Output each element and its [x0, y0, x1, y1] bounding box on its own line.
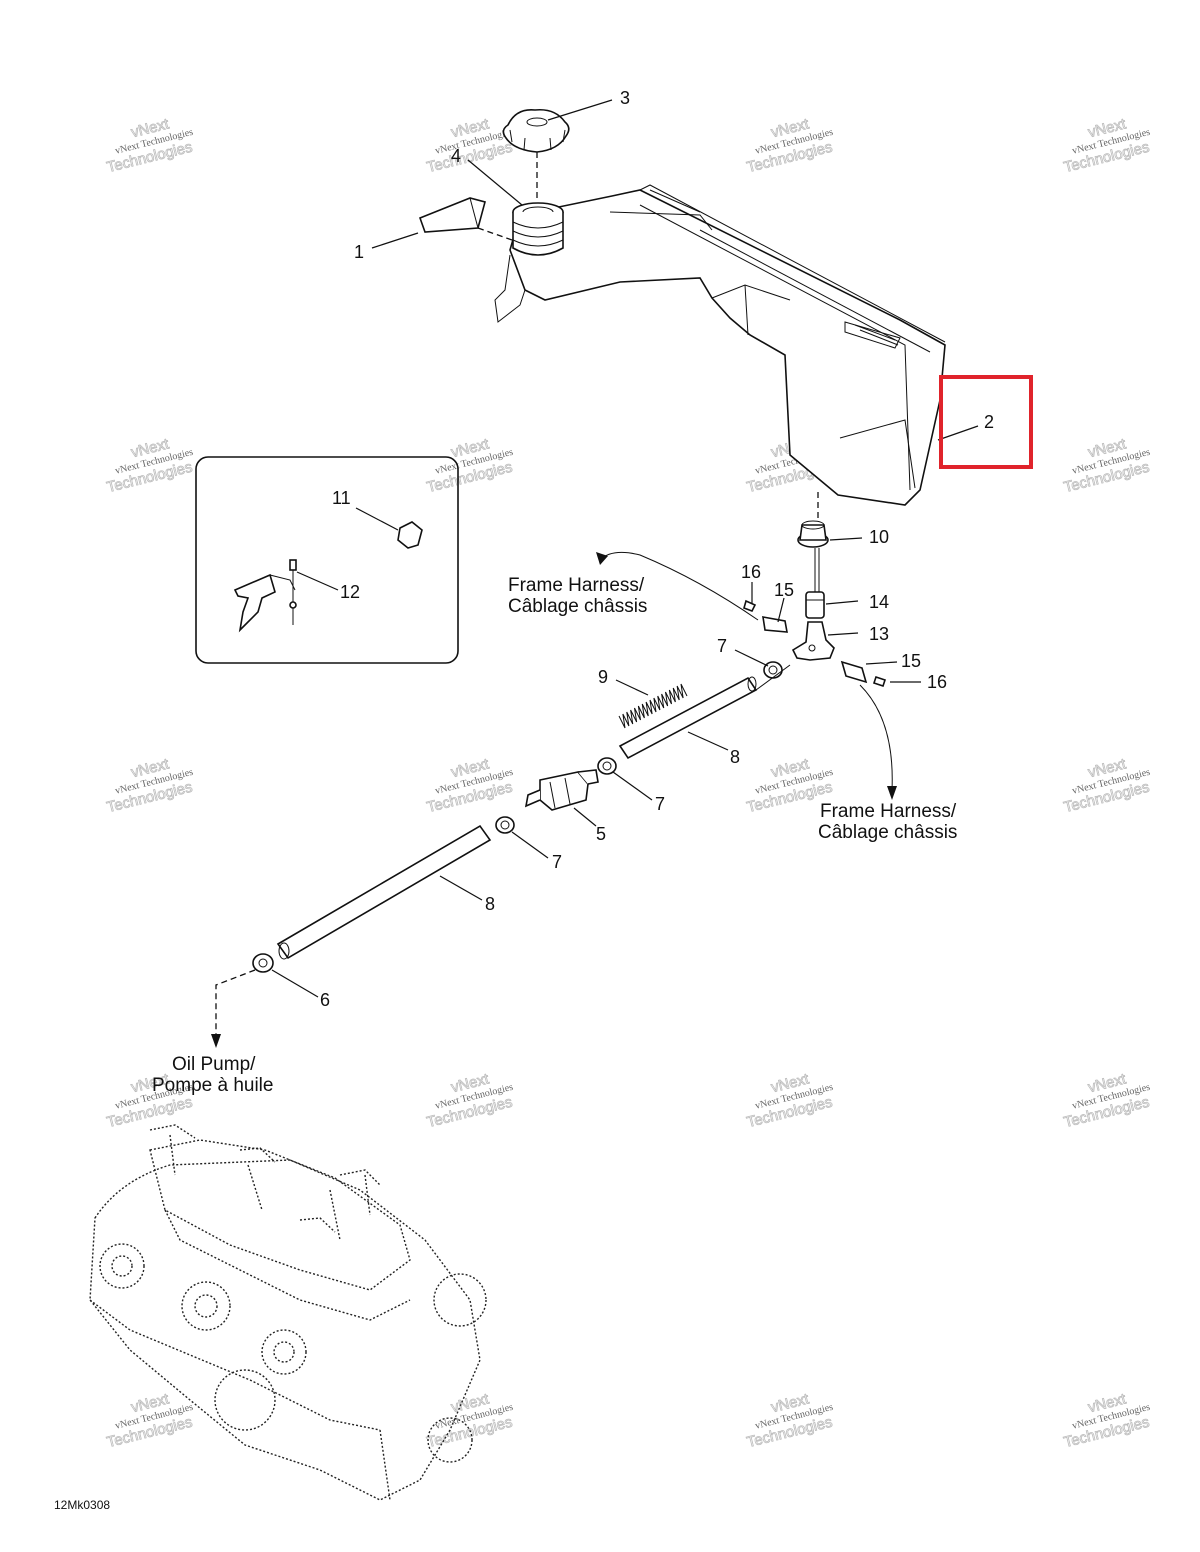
filler-neck[interactable] [512, 202, 564, 256]
caption-line: Câblage châssis [818, 822, 957, 843]
callout-16: 16 [741, 562, 761, 582]
bracket-part[interactable] [233, 573, 276, 633]
decal-plate[interactable] [418, 197, 486, 233]
caption-line: Frame Harness/ [820, 801, 957, 822]
hose-clamp[interactable] [252, 953, 274, 973]
callout-6: 6 [320, 990, 330, 1010]
caption-oil-pump: Oil Pump/ Pompe à huile [152, 1054, 273, 1096]
callout-12: 12 [340, 582, 360, 602]
clamp[interactable] [495, 816, 515, 834]
caption-line: Frame Harness/ [508, 575, 645, 596]
callout-7: 7 [655, 794, 665, 814]
arrow-down-icon [211, 1034, 221, 1048]
route-to-pump [215, 969, 256, 1035]
callout-4: 4 [451, 146, 461, 166]
assembly-line [477, 227, 513, 241]
callout-labels: 1 2 3 4 5 6 7 7 7 8 8 9 10 11 12 13 14 1… [320, 88, 994, 1010]
callout-7: 7 [552, 852, 562, 872]
highlight-box [939, 375, 1033, 469]
harness-route-left [599, 551, 759, 621]
tank-cap[interactable] [502, 108, 570, 153]
fuel-hose-lower[interactable] [276, 824, 492, 960]
callout-7: 7 [717, 636, 727, 656]
fuel-filter[interactable] [524, 769, 599, 811]
caption-frame-harness-left: Frame Harness/ Câblage châssis [508, 575, 647, 617]
oil-tank[interactable] [494, 184, 946, 506]
callout-14: 14 [869, 592, 889, 612]
harness-route-right [859, 684, 893, 791]
caption-line: Pompe à huile [152, 1075, 273, 1096]
callout-8: 8 [730, 747, 740, 767]
callout-10: 10 [869, 527, 889, 547]
caption-frame-harness-right: Frame Harness/ Câblage châssis [818, 801, 957, 843]
clamp[interactable] [763, 661, 783, 679]
caption-line: Oil Pump/ [172, 1054, 256, 1075]
sensor-part[interactable] [289, 559, 297, 571]
hose-joint [755, 664, 791, 691]
callout-8: 8 [485, 894, 495, 914]
callout-16: 16 [927, 672, 947, 692]
connector-left[interactable] [743, 599, 788, 633]
level-sensor[interactable] [805, 591, 825, 619]
spring[interactable] [618, 683, 688, 729]
connector-right[interactable] [840, 660, 887, 688]
engine-outline [89, 1124, 487, 1501]
callout-11: 11 [332, 488, 351, 508]
spring-coil [618, 683, 688, 729]
inset-box [195, 456, 459, 664]
callout-15: 15 [774, 580, 794, 600]
caption-line: Câblage châssis [508, 596, 647, 617]
callout-5: 5 [596, 824, 606, 844]
arrow-down-icon [887, 786, 897, 800]
callout-3: 3 [620, 88, 630, 108]
callout-2: 2 [984, 412, 994, 432]
leader-lines [271, 99, 979, 998]
tee-fitting[interactable] [791, 621, 835, 661]
figure-code: 12Mk0308 [54, 1498, 110, 1512]
callout-13: 13 [869, 624, 889, 644]
clamp[interactable] [597, 757, 617, 775]
callout-15: 15 [901, 651, 921, 671]
sensor-stem [814, 548, 820, 592]
arrow-icon [596, 552, 608, 565]
callout-9: 9 [598, 667, 608, 687]
callout-1: 1 [354, 242, 364, 262]
clip-part[interactable] [397, 521, 423, 549]
grommet[interactable] [797, 520, 829, 548]
